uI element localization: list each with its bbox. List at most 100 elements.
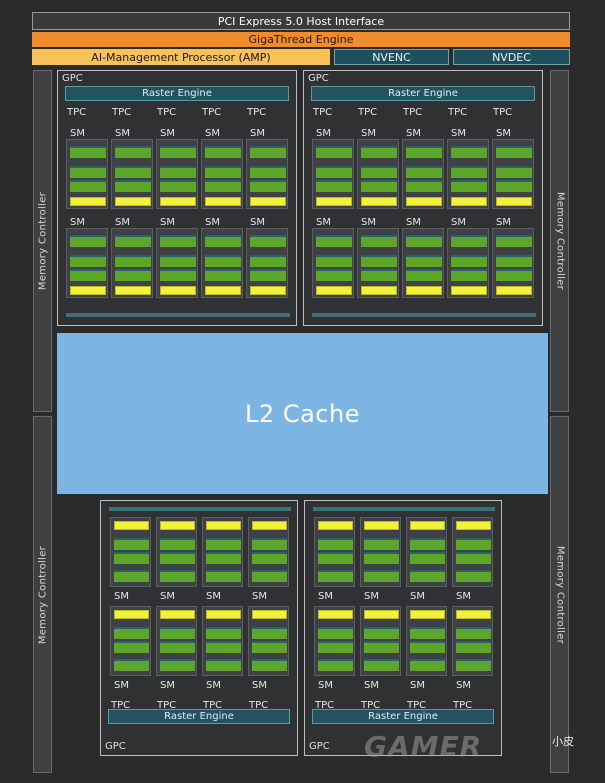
sm-label: SM: [205, 217, 220, 228]
cuda-core-array: [361, 180, 397, 192]
sm-label: SM: [364, 680, 379, 691]
gpc-label: GPC: [105, 741, 126, 752]
sm-label: SM: [361, 217, 376, 228]
sm-label: SM: [451, 128, 466, 139]
sm-block: [202, 606, 243, 676]
tpc-label: TPC: [313, 107, 333, 118]
sm-label: SM: [496, 128, 511, 139]
cuda-core-array: [70, 146, 106, 158]
nvenc-block: NVENC: [334, 49, 449, 65]
cuda-core-array: [316, 180, 352, 192]
gpc-top-strip: [313, 507, 495, 511]
l2-cache-label: L2 Cache: [245, 399, 360, 428]
cuda-core-array: [318, 538, 353, 550]
gpc-bottom-strip: [312, 313, 536, 317]
cuda-core-array: [406, 255, 442, 267]
cuda-core-array: [250, 255, 286, 267]
texture-unit: [496, 197, 532, 206]
tpc-label: TPC: [157, 700, 177, 711]
nvdec-block: NVDEC: [453, 49, 570, 65]
cuda-core-array: [160, 627, 195, 639]
cuda-core-array: [114, 570, 149, 582]
sm-block: [314, 517, 355, 587]
cuda-core-array: [496, 269, 532, 281]
texture-unit: [114, 610, 149, 619]
cuda-core-array: [115, 235, 151, 247]
tpc-label: TPC: [361, 700, 381, 711]
cuda-core-array: [160, 570, 195, 582]
texture-unit: [406, 286, 442, 295]
gpc-label: GPC: [308, 73, 329, 84]
cuda-core-array: [364, 627, 399, 639]
cuda-core-array: [114, 659, 149, 671]
cuda-core-array: [451, 166, 487, 178]
texture-unit: [70, 286, 106, 295]
texture-unit: [456, 521, 491, 530]
texture-unit: [115, 286, 151, 295]
tpc-label: TPC: [112, 107, 132, 118]
cuda-core-array: [451, 146, 487, 158]
sm-block: [202, 517, 243, 587]
cuda-core-array: [115, 146, 151, 158]
texture-unit: [250, 197, 286, 206]
cuda-core-array: [115, 255, 151, 267]
sm-block: [312, 228, 354, 298]
cuda-core-array: [364, 641, 399, 653]
sm-label: SM: [252, 591, 267, 602]
cuda-core-array: [160, 538, 195, 550]
texture-unit: [114, 521, 149, 530]
tpc-label: TPC: [249, 700, 269, 711]
texture-unit: [316, 286, 352, 295]
cuda-core-array: [410, 570, 445, 582]
cuda-core-array: [451, 180, 487, 192]
sm-block: [248, 606, 289, 676]
cuda-core-array: [160, 166, 196, 178]
ai-management-processor: AI-Management Processor (AMP): [32, 49, 330, 65]
sm-block: [246, 139, 288, 209]
sm-label: SM: [115, 128, 130, 139]
cuda-core-array: [318, 659, 353, 671]
memory-controller-right-top: Memory Controller: [550, 70, 569, 412]
cuda-core-array: [160, 641, 195, 653]
texture-unit: [410, 521, 445, 530]
cuda-core-array: [114, 641, 149, 653]
sm-label: SM: [410, 591, 425, 602]
l2-cache: L2 Cache: [57, 333, 548, 494]
raster-engine: Raster Engine: [108, 709, 290, 724]
tpc-label: TPC: [203, 700, 223, 711]
sm-block: [360, 517, 401, 587]
sm-block: [357, 228, 399, 298]
sm-block: [357, 139, 399, 209]
cuda-core-array: [206, 659, 241, 671]
cuda-core-array: [250, 269, 286, 281]
sm-block: [110, 606, 151, 676]
cuda-core-array: [205, 166, 241, 178]
texture-unit: [451, 197, 487, 206]
texture-unit: [361, 286, 397, 295]
raster-engine: Raster Engine: [311, 86, 535, 101]
cuda-core-array: [160, 269, 196, 281]
cuda-core-array: [456, 641, 491, 653]
sm-block: [201, 139, 243, 209]
cuda-core-array: [252, 641, 287, 653]
cuda-core-array: [206, 570, 241, 582]
tpc-label: TPC: [202, 107, 222, 118]
tpc-label: TPC: [407, 700, 427, 711]
sm-block: [156, 228, 198, 298]
texture-unit: [205, 197, 241, 206]
cuda-core-array: [114, 552, 149, 564]
sm-block: [111, 139, 153, 209]
cuda-core-array: [496, 235, 532, 247]
sm-block: [66, 139, 108, 209]
cuda-core-array: [250, 166, 286, 178]
sm-block: [246, 228, 288, 298]
cuda-core-array: [361, 146, 397, 158]
sm-block: [156, 606, 197, 676]
tpc-label: TPC: [403, 107, 423, 118]
cuda-core-array: [496, 255, 532, 267]
texture-unit: [316, 197, 352, 206]
tpc-label: TPC: [247, 107, 267, 118]
cuda-core-array: [410, 641, 445, 653]
cuda-core-array: [252, 627, 287, 639]
